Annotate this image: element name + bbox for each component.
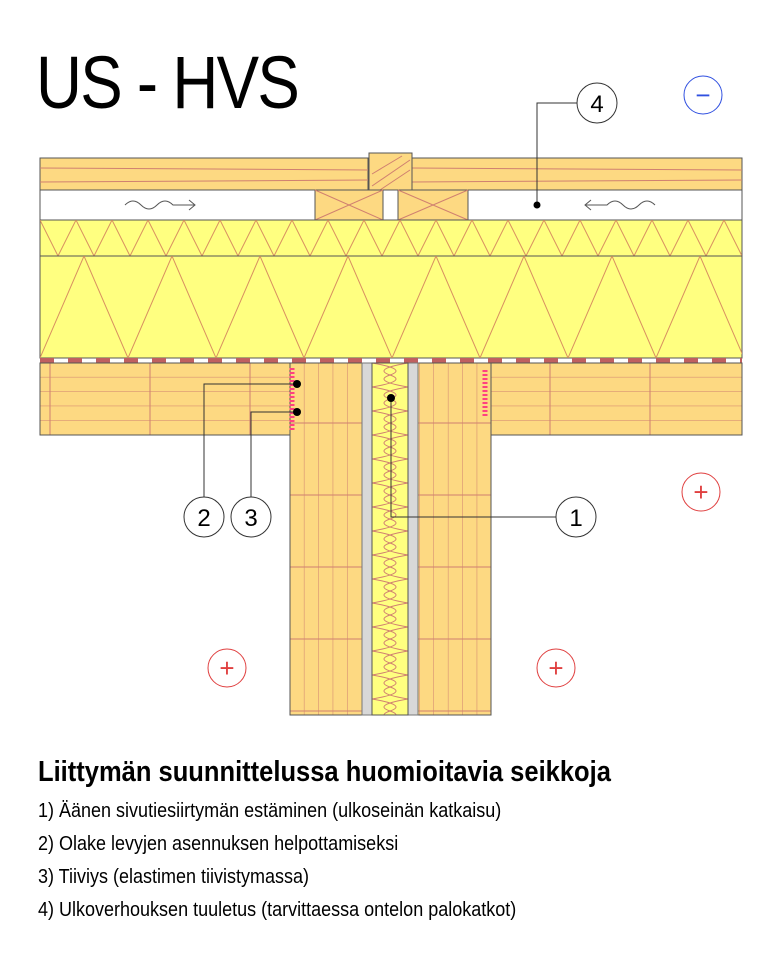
svg-text:1: 1 bbox=[569, 505, 582, 532]
note-item: 2) Olake levyjen asennuksen helpottamise… bbox=[38, 833, 399, 855]
cladding-board-left bbox=[39, 157, 369, 191]
airflow-arrow-right bbox=[124, 199, 196, 211]
svg-text:4: 4 bbox=[590, 91, 603, 118]
drawing-title: US - HVS bbox=[36, 41, 300, 124]
acoustic-insulation bbox=[371, 362, 409, 716]
interior-plus-symbol: + bbox=[207, 648, 247, 688]
wall-junction-diagram: 4 2 3 1 − + + + bbox=[39, 75, 743, 716]
note-item: 1) Äänen sivutiesiirtymän estäminen (ulk… bbox=[38, 800, 502, 822]
interior-plus-symbol: + bbox=[536, 648, 576, 688]
callout-2: 2 bbox=[183, 496, 225, 538]
svg-text:+: + bbox=[219, 653, 234, 683]
gypsum-board-right bbox=[407, 362, 419, 716]
notes-heading: Liittymän suunnittelussa huomioitavia se… bbox=[38, 756, 611, 788]
callout-4: 4 bbox=[576, 82, 618, 124]
svg-text:3: 3 bbox=[244, 505, 257, 532]
clt-wall-left bbox=[289, 362, 363, 716]
ventilation-gap bbox=[39, 189, 743, 221]
clt-panel-right-horizontal bbox=[482, 362, 743, 436]
svg-text:+: + bbox=[693, 477, 708, 507]
svg-text:2: 2 bbox=[197, 505, 210, 532]
svg-text:−: − bbox=[695, 80, 710, 110]
note-item: 4) Ulkoverhouksen tuuletus (tarvittaessa… bbox=[38, 899, 517, 921]
exterior-minus-symbol: − bbox=[683, 75, 723, 115]
svg-text:+: + bbox=[548, 653, 563, 683]
clt-panel-left-horizontal bbox=[39, 362, 298, 436]
gypsum-board-left bbox=[361, 362, 373, 716]
interior-plus-symbol: + bbox=[681, 472, 721, 512]
callout-1: 1 bbox=[555, 496, 597, 538]
airflow-arrow-left bbox=[584, 199, 656, 211]
clt-wall-right bbox=[417, 362, 492, 716]
callout-3: 3 bbox=[230, 496, 272, 538]
note-item: 3) Tiiviys (elastimen tiivistymassa) bbox=[38, 866, 310, 888]
cladding-board-right bbox=[411, 157, 743, 191]
